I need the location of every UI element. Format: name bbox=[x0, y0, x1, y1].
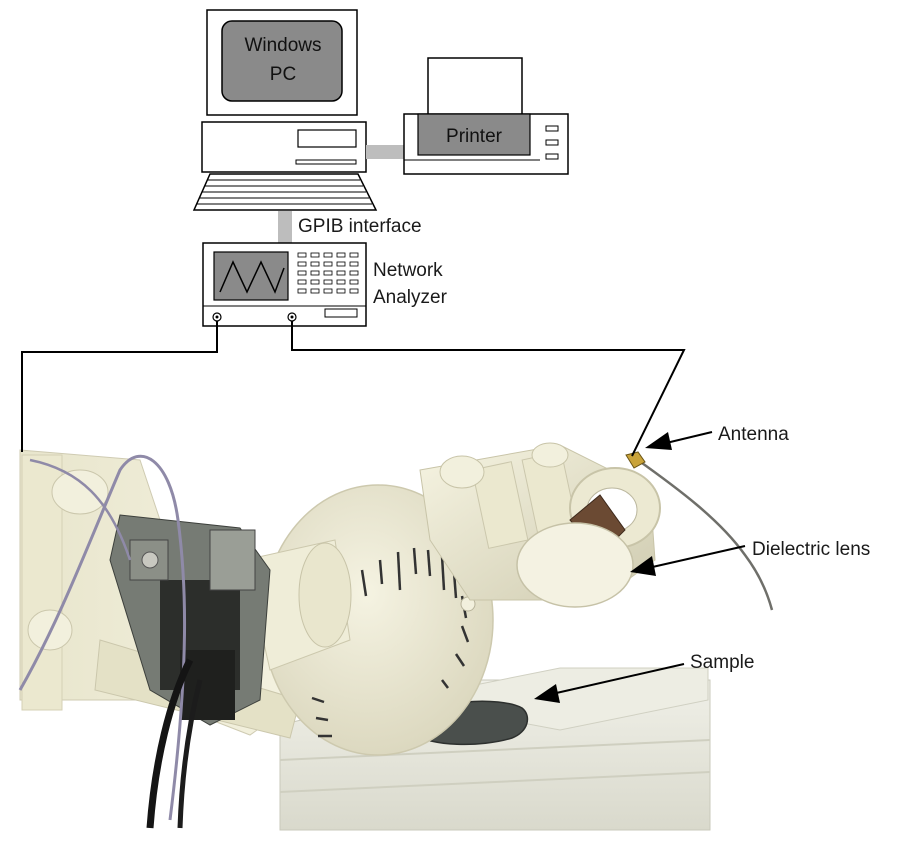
network-analyzer bbox=[202, 242, 367, 327]
printer-paper bbox=[427, 57, 523, 117]
cable-port2 bbox=[291, 321, 686, 457]
antenna-label: Antenna bbox=[718, 424, 789, 445]
sample-arrow bbox=[551, 663, 685, 695]
cable-purple-left bbox=[18, 454, 187, 821]
network-analyzer-label-line2: Analyzer bbox=[373, 287, 448, 308]
mounting-hardware bbox=[109, 514, 271, 726]
analyzer-screen bbox=[213, 251, 289, 301]
cable-port1 bbox=[21, 321, 218, 452]
network-analyzer-label-line1: Network bbox=[373, 260, 443, 281]
monitor-screen bbox=[221, 20, 343, 102]
lens-arrow bbox=[647, 545, 746, 569]
apparatus-photo bbox=[18, 442, 774, 831]
printer: Printer bbox=[403, 57, 569, 175]
pc-printer-link bbox=[366, 145, 406, 159]
dielectric-lens-body bbox=[516, 522, 634, 608]
dielectric-lens-label: Dielectric lens bbox=[752, 539, 870, 560]
printer-screen bbox=[417, 113, 531, 156]
gpib-label: GPIB interface bbox=[298, 216, 422, 237]
gpib-link bbox=[278, 211, 292, 243]
analyzer-keypad bbox=[297, 252, 359, 294]
windows-pc: Windows PC bbox=[192, 9, 378, 211]
antenna-tip bbox=[625, 451, 646, 469]
cable-antenna bbox=[634, 456, 774, 611]
callout-arrows bbox=[534, 431, 746, 703]
cable-black bbox=[146, 658, 194, 829]
sample-label: Sample bbox=[690, 652, 754, 673]
analyzer-waveform bbox=[219, 260, 285, 294]
printer-label: Printer bbox=[446, 126, 503, 147]
antenna-arrow bbox=[661, 431, 713, 445]
pc-label-line2: PC bbox=[270, 64, 296, 85]
pc-label-line1: Windows bbox=[244, 35, 321, 56]
